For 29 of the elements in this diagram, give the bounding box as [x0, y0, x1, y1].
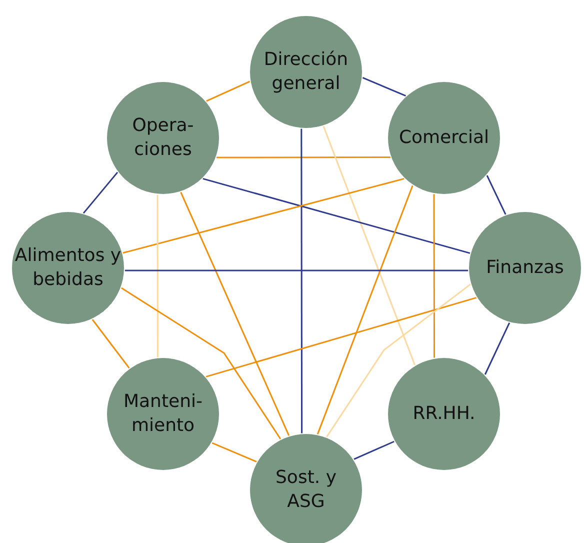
node-label: Comercial	[398, 126, 490, 150]
node-label: Manteni- miento	[122, 390, 204, 438]
node-label: Finanzas	[486, 256, 564, 280]
connector-line	[216, 156, 390, 158]
node-label: Dirección general	[262, 48, 350, 96]
connector-line	[202, 178, 470, 254]
connector-line	[206, 80, 250, 102]
connector-line	[484, 322, 510, 375]
connector-line	[326, 284, 471, 438]
connector-line	[354, 440, 394, 460]
connector-line	[180, 192, 290, 436]
connector-line	[316, 185, 414, 434]
connector-line	[92, 319, 130, 369]
connector-line	[212, 442, 257, 462]
connector-line	[362, 77, 406, 96]
connector-line	[300, 128, 303, 434]
connector-line	[322, 126, 416, 366]
connector-line	[486, 175, 506, 215]
connector-line	[122, 178, 404, 254]
node-label: Opera- ciones	[131, 114, 195, 162]
node-label: Sost. y ASG	[274, 466, 338, 514]
connector-line	[82, 172, 118, 214]
connector-line	[433, 194, 436, 358]
node-label: RR.HH.	[412, 402, 476, 426]
node-label: Alimentos y bebidas	[14, 244, 122, 292]
connector-line	[206, 296, 477, 378]
connector-line	[156, 194, 158, 358]
connector-line	[124, 270, 468, 272]
connector-line	[121, 287, 282, 440]
